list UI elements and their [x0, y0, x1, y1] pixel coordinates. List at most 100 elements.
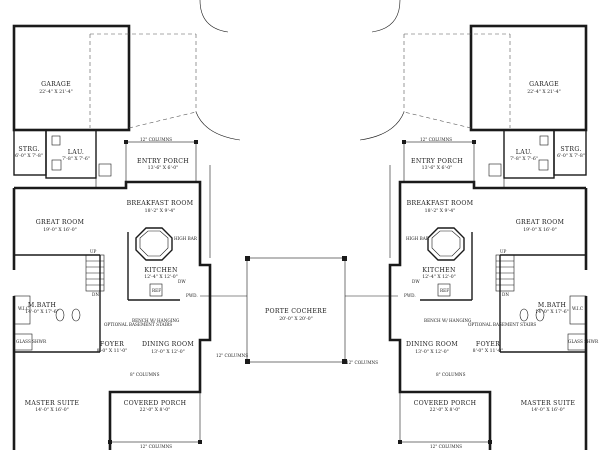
garage-dim: 22'-4" X 21'-4"	[39, 89, 73, 95]
breakfast-room-label: BREAKFAST ROOM	[127, 200, 194, 207]
dn-label: DN	[502, 292, 509, 297]
center-column-note-right: 12" COLUMNS	[346, 360, 378, 365]
garage: GARAGE 22'-4" X 21'-4"	[403, 24, 588, 132]
garage: GARAGE 22'-4" X 21'-4"	[12, 24, 197, 132]
strg-label: STRG.	[560, 146, 581, 153]
ref-label: REF	[152, 288, 161, 293]
great-room-dim: 19'-0" X 16'-0"	[523, 227, 557, 233]
master-bath: M.BATH 14'-0" X 17'-6" W.I.C GLASS SHWR	[519, 295, 599, 351]
garage-dim: 22'-4" X 21'-4"	[527, 89, 561, 95]
breakfast-room-dim: 18'-2" X 9'-4"	[145, 208, 176, 214]
porte-cochere-column	[342, 359, 347, 364]
foyer-label: FOYER	[100, 341, 124, 348]
dining-room-label: DINING ROOM	[142, 341, 194, 348]
master-suite-dim: 14'-0" X 16'-0"	[531, 407, 565, 413]
columns-8-note: 8" COLUMNS	[436, 372, 466, 377]
dining-room-label: DINING ROOM	[406, 341, 458, 348]
master-suite-label: MASTER SUITE	[25, 400, 80, 407]
wic-label: W.I.C	[18, 306, 29, 311]
glass-shwr-label: GLASS SHWR	[568, 339, 599, 344]
high-bar-label: HIGH BAR	[174, 236, 198, 241]
covered-porch: COVERED PORCH 22'-0" X 8'-0" 12" COLUMNS	[398, 391, 492, 449]
dw-label: DW	[178, 279, 186, 284]
kitchen: HIGH BAR KITCHEN 12'-4" X 12'-0" REF DW …	[404, 227, 473, 301]
porte-cochere-title: PORTE COCHERE	[265, 308, 327, 315]
mbath-label: M.BATH	[28, 302, 57, 309]
porte-cochere: PORTE COCHERE 20'-0" X 20'-0" 12" COLUMN…	[200, 165, 398, 365]
great-room-dim: 19'-0" X 16'-0"	[43, 227, 77, 233]
mbath-label: M.BATH	[538, 302, 567, 309]
master-suite-dim: 14'-0" X 16'-0"	[35, 407, 69, 413]
dn-label: DN	[92, 292, 99, 297]
dining-room-dim: 13'-0" X 12'-0"	[415, 349, 449, 355]
foyer-dim: 8'-0" X 11'-0"	[473, 348, 504, 354]
dining-room-dim: 13'-0" X 12'-0"	[151, 349, 185, 355]
center-column-note: 12" COLUMNS	[216, 353, 248, 358]
basement-stairs-note: OPTIONAL BASEMENT STAIRS	[104, 322, 172, 327]
storage-laundry: STRG. 6'-0" X 7'-8" LAU. 7'-8" X 7'-6"	[13, 129, 112, 179]
unit-left: GARAGE 22'-4" X 21'-4" STRG. 6'-0" X 7'-…	[12, 0, 241, 450]
lau-dim: 7'-8" X 7'-6"	[62, 156, 90, 162]
entry-porch-dim: 13'-6" X 6'-0"	[422, 165, 453, 171]
entry-porch-column-note: 12" COLUMNS	[140, 137, 172, 142]
up-label: UP	[500, 249, 507, 254]
columns-8-note: 8" COLUMNS	[130, 372, 160, 377]
ref-label: REF	[440, 288, 449, 293]
porch-column-note: 12" COLUMNS	[140, 444, 172, 449]
kitchen-label: KITCHEN	[144, 267, 178, 274]
pwd-label: PWD.	[186, 293, 198, 298]
covered-porch-label: COVERED PORCH	[124, 400, 187, 407]
up-label: UP	[90, 249, 97, 254]
porch-column-note: 12" COLUMNS	[430, 444, 462, 449]
covered-porch: COVERED PORCH 22'-0" X 8'-0" 12" COLUMNS	[108, 391, 202, 449]
dw-label: DW	[412, 279, 420, 284]
stairs: UP DN OPTIONAL BASEMENT STAIRS	[468, 249, 536, 327]
strg-dim: 6'-0" X 7'-8"	[15, 153, 43, 159]
porte-cochere-column	[245, 256, 250, 261]
porte-cochere-column	[342, 256, 347, 261]
kitchen-dim: 12'-4" X 12'-0"	[144, 274, 178, 280]
porte-cochere-outline	[246, 257, 346, 363]
storage-laundry: STRG. 6'-0" X 7'-8" LAU. 7'-8" X 7'-6"	[488, 129, 587, 179]
entry-porch-dim: 13'-6" X 6'-0"	[148, 165, 179, 171]
mbath-dim: 14'-0" X 17'-6"	[25, 309, 59, 315]
kitchen: HIGH BAR KITCHEN 12'-4" X 12'-0" REF DW …	[127, 227, 198, 301]
pwd-label: PWD.	[404, 293, 416, 298]
entry-porch-column-note: 12" COLUMNS	[420, 137, 452, 142]
great-room-label: GREAT ROOM	[36, 219, 85, 226]
glass-shwr-label: GLASS SHWR	[16, 339, 47, 344]
garage-label: GARAGE	[529, 81, 559, 88]
breakfast-room-label: BREAKFAST ROOM	[407, 200, 474, 207]
entry-porch: 12" COLUMNS ENTRY PORCH 13'-6" X 6'-0"	[402, 137, 476, 183]
entry-porch-label: ENTRY PORCH	[411, 158, 463, 165]
wic-label: W.I.C	[572, 306, 583, 311]
kitchen-dim: 12'-4" X 12'-0"	[422, 274, 456, 280]
covered-porch-dim: 22'-0" X 8'-0"	[430, 407, 461, 413]
bench-note: BENCH W/ HANGING	[424, 318, 472, 323]
lau-label: LAU.	[516, 149, 532, 156]
master-suite-label: MASTER SUITE	[521, 400, 576, 407]
strg-label: STRG.	[18, 146, 39, 153]
stairs: UP DN OPTIONAL BASEMENT STAIRS	[85, 249, 172, 327]
covered-porch-label: COVERED PORCH	[414, 400, 477, 407]
covered-porch-dim: 22'-0" X 8'-0"	[140, 407, 171, 413]
foyer-dim: 8'-0" X 11'-0"	[97, 348, 128, 354]
great-room-label: GREAT ROOM	[516, 219, 565, 226]
garage-label: GARAGE	[41, 81, 71, 88]
foyer-label: FOYER	[476, 341, 500, 348]
bench-note: BENCH W/ HANGING	[132, 318, 180, 323]
breakfast-room-dim: 18'-2" X 9'-4"	[425, 208, 456, 214]
strg-dim: 6'-0" X 7'-8"	[557, 153, 585, 159]
porte-cochere-dim: 20'-0" X 20'-0"	[279, 316, 313, 322]
lau-label: LAU.	[68, 149, 84, 156]
porte-cochere-column	[245, 359, 250, 364]
mbath-dim: 14'-0" X 17'-6"	[535, 309, 569, 315]
lau-dim: 7'-8" X 7'-6"	[510, 156, 538, 162]
master-bath: M.BATH 14'-0" X 17'-6" W.I.C GLASS SHWR	[13, 295, 81, 351]
high-bar-label: HIGH BAR	[406, 236, 430, 241]
kitchen-label: KITCHEN	[422, 267, 456, 274]
basement-stairs-note: OPTIONAL BASEMENT STAIRS	[468, 322, 536, 327]
entry-porch-label: ENTRY PORCH	[137, 158, 189, 165]
entry-porch: 12" COLUMNS ENTRY PORCH 13'-6" X 6'-0"	[124, 137, 198, 183]
